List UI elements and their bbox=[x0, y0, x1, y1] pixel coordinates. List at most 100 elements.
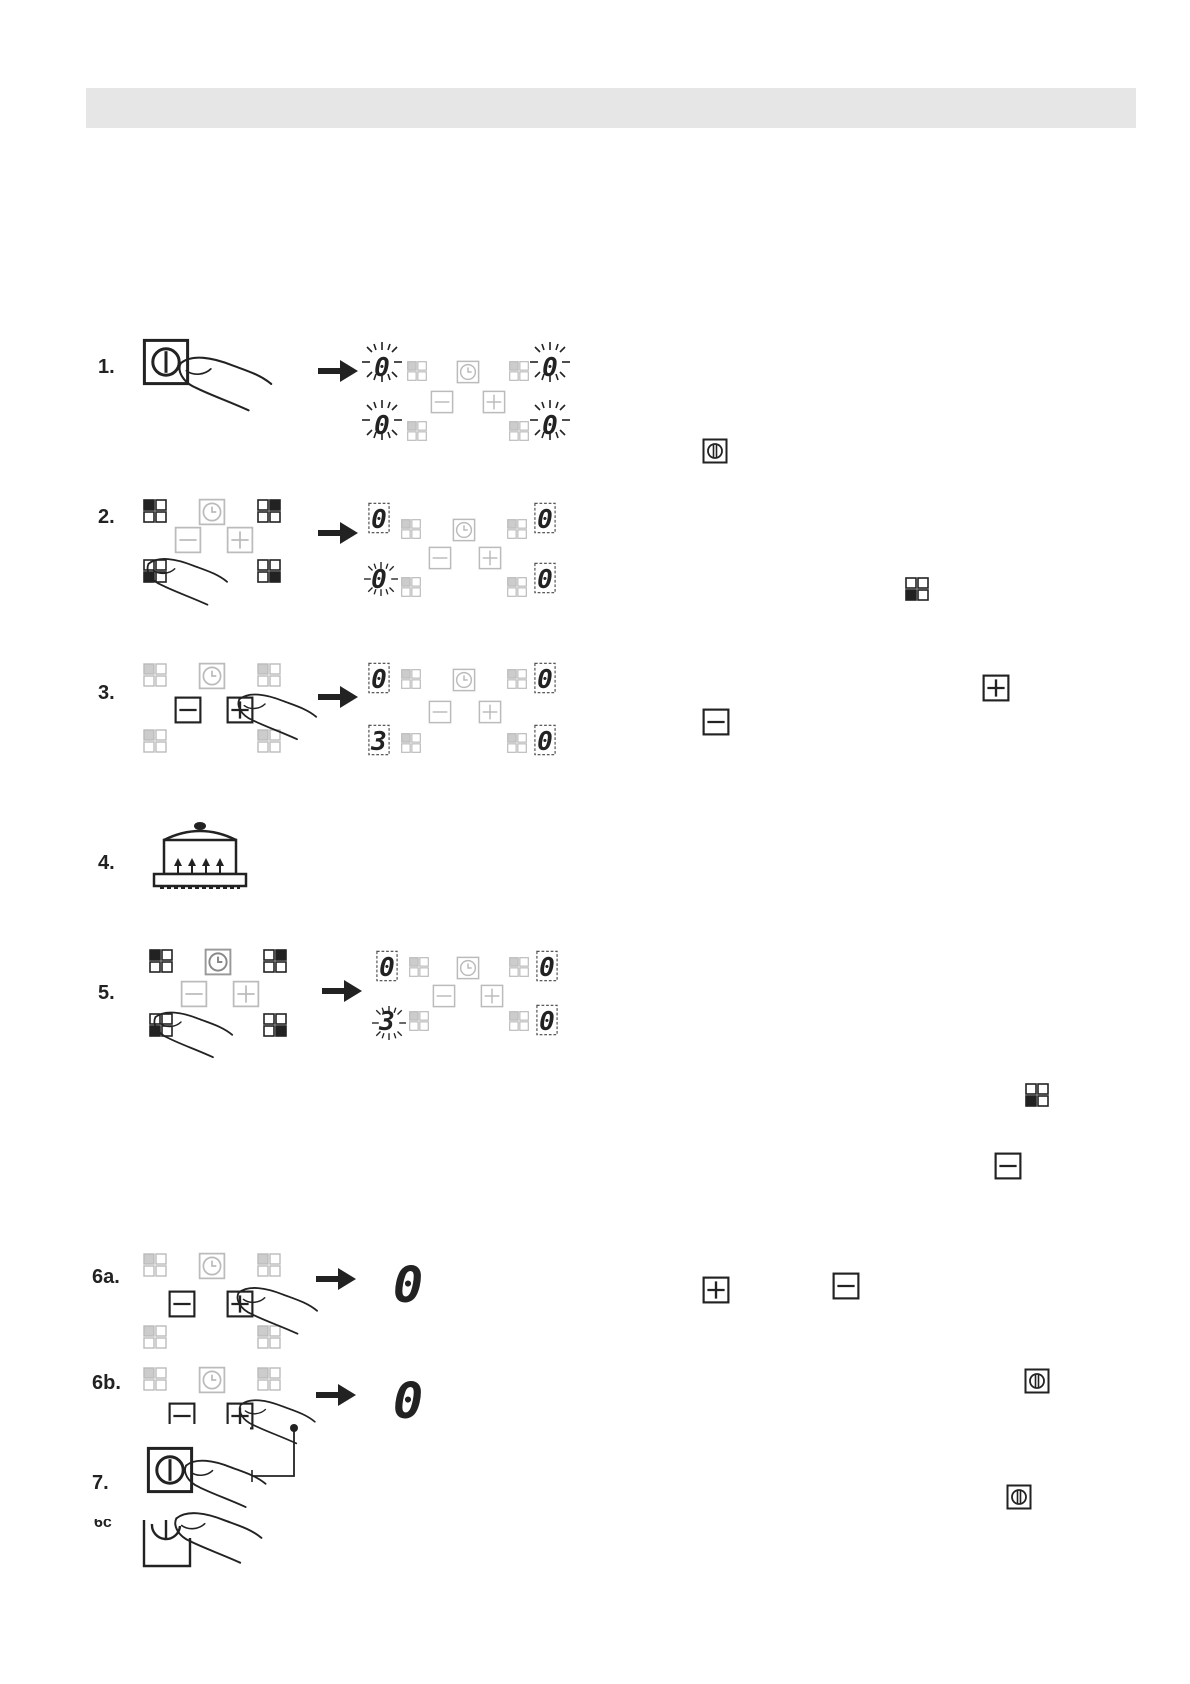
zone-select-icon bbox=[263, 949, 287, 973]
zone-select-icon bbox=[409, 957, 429, 977]
plus-button-icon bbox=[480, 984, 504, 1008]
zone-select-icon bbox=[257, 729, 281, 753]
right-arrow-icon bbox=[322, 980, 362, 1002]
minus-button-icon bbox=[432, 984, 456, 1008]
zone-digit: 0 bbox=[539, 953, 555, 983]
right-arrow-icon bbox=[318, 522, 358, 544]
plus-button-icon bbox=[482, 390, 506, 414]
overlap-mask bbox=[150, 1424, 250, 1448]
step5-select-zone bbox=[149, 948, 287, 1059]
minus-button-icon bbox=[168, 1290, 196, 1318]
zone-select-icon bbox=[507, 669, 527, 689]
plus-button-icon bbox=[478, 700, 502, 724]
zone-select-icon bbox=[509, 1011, 529, 1031]
zone-digit: 0 bbox=[371, 505, 387, 535]
zone-select-icon bbox=[143, 1367, 167, 1391]
zone-select-icon bbox=[257, 1325, 281, 1349]
zone-select-icon bbox=[401, 519, 421, 539]
step-label-6b: 6b. bbox=[92, 1372, 121, 1394]
step3-display-panel: 0 0 3 0 bbox=[368, 662, 556, 757]
minus-button-icon bbox=[174, 526, 202, 554]
step6a-press-plus bbox=[143, 1252, 319, 1349]
minus-button-icon bbox=[428, 700, 452, 724]
step-label-3: 3. bbox=[98, 682, 115, 704]
zone-select-icon bbox=[257, 499, 281, 523]
timer-clock-icon bbox=[452, 518, 476, 542]
zone-select-icon bbox=[143, 499, 167, 523]
minus-button-icon bbox=[180, 980, 208, 1008]
minus-button-icon bbox=[832, 1272, 860, 1300]
zone-select-icon bbox=[257, 1253, 281, 1277]
minus-button-icon bbox=[430, 390, 454, 414]
step-label-5: 5. bbox=[98, 982, 115, 1004]
plus-button-icon bbox=[232, 980, 260, 1008]
finger-press-icon bbox=[174, 1512, 263, 1564]
plus-button-icon bbox=[982, 674, 1010, 702]
zone-select-icon bbox=[507, 733, 527, 753]
right-arrow-icon bbox=[316, 1384, 356, 1406]
timer-clock-icon bbox=[198, 498, 226, 526]
timer-clock-icon bbox=[456, 956, 480, 980]
zone-digit: 0 bbox=[371, 565, 387, 595]
timer-clock-icon bbox=[456, 360, 480, 384]
zone-select-icon bbox=[143, 663, 167, 687]
zone-select-icon bbox=[507, 577, 527, 597]
zone-digit: 0 bbox=[542, 411, 558, 441]
step-label-6c: 6c bbox=[94, 1519, 112, 1531]
minus-button-icon bbox=[174, 696, 202, 724]
step3-increase-power bbox=[143, 662, 318, 753]
step5-display-panel: 0 0 0 3 bbox=[372, 950, 558, 1040]
timer-clock-icon bbox=[198, 662, 226, 690]
timer-clock-icon bbox=[198, 1252, 226, 1280]
zone-select-icon bbox=[143, 729, 167, 753]
step-label-6a: 6a. bbox=[92, 1266, 120, 1288]
zone-digit: 0 bbox=[537, 505, 553, 535]
timer-clock-icon bbox=[198, 1366, 226, 1394]
step2-display-panel: 0 0 0 0 bbox=[364, 502, 556, 597]
zone-select-icon bbox=[507, 519, 527, 539]
zone-select-icon bbox=[1025, 1083, 1049, 1107]
minus-button-icon bbox=[702, 708, 730, 736]
right-arrow-icon bbox=[318, 686, 358, 708]
display-digit: 0 bbox=[393, 1372, 423, 1430]
power-button-icon bbox=[1024, 1368, 1050, 1394]
plus-button-icon bbox=[226, 526, 254, 554]
zone-select-icon bbox=[143, 1325, 167, 1349]
step6c-press-power bbox=[142, 1512, 263, 1568]
right-arrow-icon bbox=[318, 360, 358, 382]
zone-select-icon bbox=[401, 733, 421, 753]
zone-select-icon bbox=[509, 957, 529, 977]
zone-select-icon bbox=[409, 1011, 429, 1031]
zone-digit: 0 bbox=[537, 565, 553, 595]
minus-button-icon bbox=[994, 1152, 1022, 1180]
cooking-pot-icon bbox=[152, 820, 248, 890]
finger-press-icon bbox=[178, 356, 273, 412]
display-digit: 0 bbox=[393, 1256, 423, 1314]
large-display-digit: 0 bbox=[393, 1372, 423, 1430]
step-label-1: 1. bbox=[98, 356, 115, 378]
right-arrow-icon bbox=[316, 1268, 356, 1290]
step7-press-power bbox=[146, 1446, 267, 1509]
plus-button-icon bbox=[478, 546, 502, 570]
zone-digit: 0 bbox=[537, 665, 553, 695]
zone-select-icon bbox=[149, 949, 173, 973]
zone-digit: 0 bbox=[374, 353, 390, 383]
section-header-bar bbox=[86, 88, 1136, 128]
step2-select-zone bbox=[143, 498, 281, 606]
zone-select-icon bbox=[407, 361, 427, 381]
step1-press-power bbox=[142, 338, 273, 412]
zone-digit: 0 bbox=[371, 665, 387, 695]
zone-select-icon bbox=[509, 421, 529, 441]
zone-select-icon bbox=[509, 361, 529, 381]
finger-press-icon bbox=[183, 1459, 267, 1509]
zone-select-icon bbox=[407, 421, 427, 441]
minus-button-icon bbox=[428, 546, 452, 570]
zone-digit: 0 bbox=[537, 727, 553, 757]
step-label-4: 4. bbox=[98, 852, 115, 874]
zone-select-icon bbox=[257, 559, 281, 583]
plus-button-icon bbox=[702, 1276, 730, 1304]
zone-select-icon bbox=[143, 1253, 167, 1277]
timer-clock-icon bbox=[452, 668, 476, 692]
zone-digit: 0 bbox=[374, 411, 390, 441]
zone-digit: 3 bbox=[378, 1007, 395, 1037]
